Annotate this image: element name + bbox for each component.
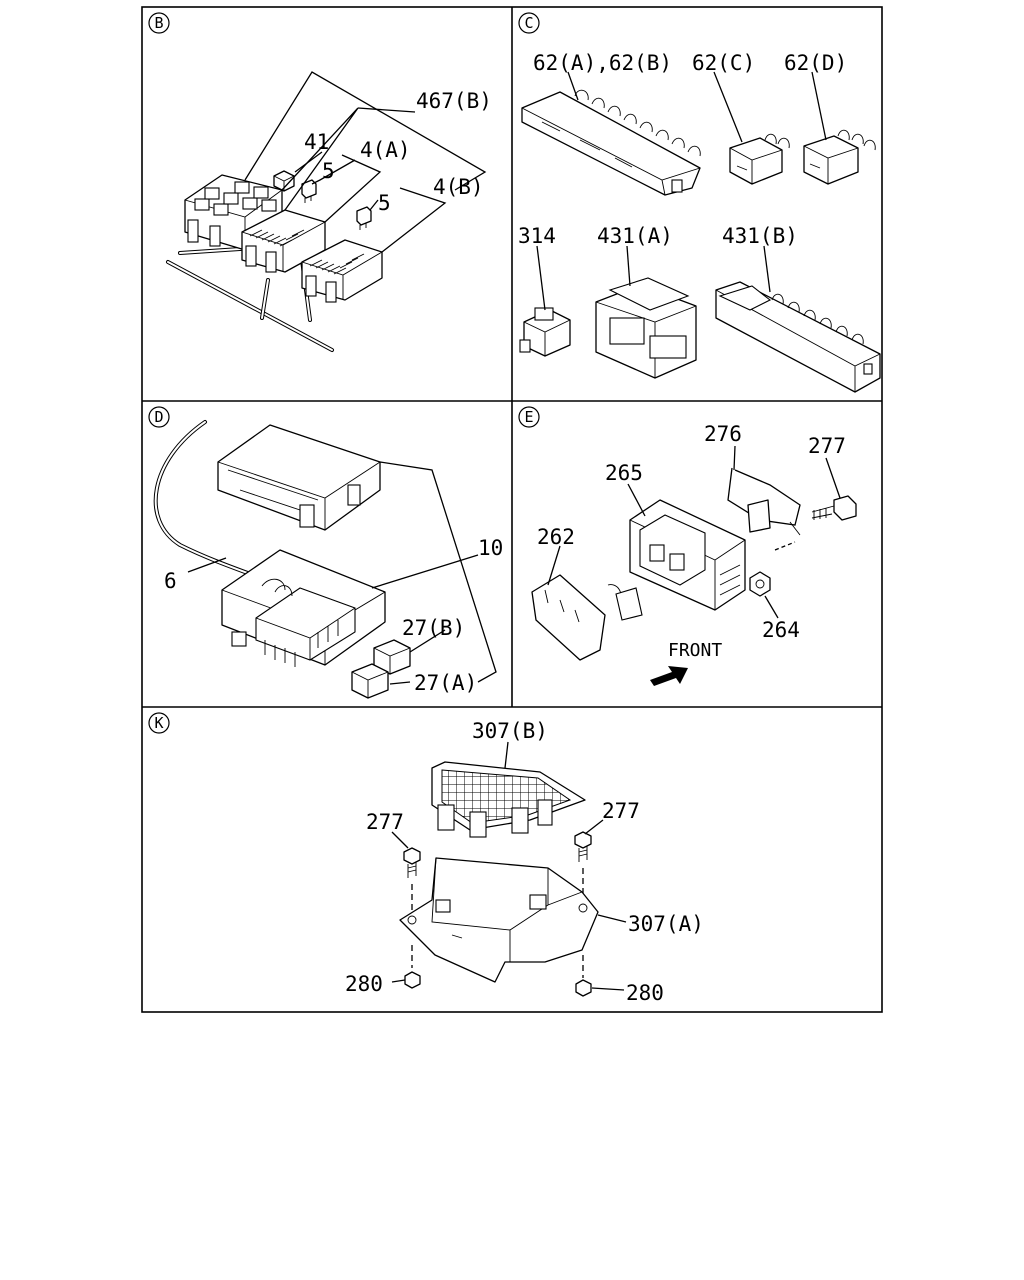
label-5a: 5: [322, 159, 335, 183]
label-10: 10: [478, 536, 503, 560]
label-307b: 307(B): [472, 719, 548, 743]
label-6: 6: [164, 569, 177, 593]
diagram-frame: [141, 6, 883, 1013]
tray-307a: [399, 857, 599, 983]
fuse-5a: [301, 179, 317, 203]
wire-6: [153, 420, 274, 584]
label-467b: 467(B): [416, 89, 492, 113]
panel-c-leaders: [536, 71, 827, 311]
panel-c: C: [518, 12, 881, 393]
panel-d-marker: D: [148, 406, 170, 428]
terminal-block-431b: [715, 281, 881, 393]
connector-431a: [595, 277, 697, 379]
label-62d: 62(D): [784, 51, 847, 75]
label-280-left: 280: [345, 972, 383, 996]
panel-e-marker: E: [518, 406, 540, 428]
panel-e-leaders: [547, 445, 841, 619]
label-62c: 62(C): [692, 51, 755, 75]
panel-b: B: [148, 12, 492, 352]
label-307a: 307(A): [628, 912, 704, 936]
connector-314: [519, 307, 571, 357]
fusebox-base-10: [221, 549, 386, 667]
bolt-277: [811, 495, 857, 521]
panel-d-letter: D: [154, 408, 163, 426]
panel-c-marker: C: [518, 12, 540, 34]
panel-k: K: [148, 712, 704, 1005]
label-4b: 4(B): [433, 175, 484, 199]
fuse-27a: [351, 663, 389, 699]
front-arrow-icon: [650, 666, 688, 686]
panel-k-leaders: [391, 741, 627, 991]
label-41: 41: [304, 130, 329, 154]
panel-c-letter: C: [524, 14, 533, 32]
clip-262: [531, 574, 643, 661]
bracket-276: [727, 467, 801, 536]
mesh-cover-307b: [431, 761, 586, 838]
panel-k-letter: K: [154, 714, 163, 732]
label-277: 277: [808, 434, 846, 458]
relay-base-265: [629, 499, 746, 611]
fuse-block-4b: [301, 239, 383, 303]
label-27b: 27(B): [402, 616, 465, 640]
label-276: 276: [704, 422, 742, 446]
panel-b-leaders: [244, 71, 487, 253]
panel-k-marker: K: [148, 712, 170, 734]
nut-264: [749, 571, 771, 597]
panel-e-letter: E: [524, 408, 533, 426]
label-431a: 431(A): [597, 224, 673, 248]
panel-d-leaders: [187, 461, 497, 685]
label-264: 264: [762, 618, 800, 642]
label-5b: 5: [378, 191, 391, 215]
connector-62c: [729, 133, 790, 185]
fusebox-cover: [217, 424, 381, 531]
panel-d: D: [148, 406, 503, 699]
label-280-right: 280: [626, 981, 664, 1005]
relay-41: [273, 170, 295, 192]
panel-b-letter: B: [154, 14, 163, 32]
panel-e: E: [518, 406, 857, 686]
label-front: FRONT: [668, 640, 722, 661]
label-62ab: 62(A),62(B): [533, 51, 672, 75]
label-314: 314: [518, 224, 556, 248]
label-262: 262: [537, 525, 575, 549]
nut-280-left: [404, 945, 421, 989]
panel-b-marker: B: [148, 12, 170, 34]
connector-62d: [803, 129, 876, 185]
label-277-left: 277: [366, 810, 404, 834]
label-265: 265: [605, 461, 643, 485]
label-431b: 431(B): [722, 224, 798, 248]
label-27a: 27(A): [414, 671, 477, 695]
nut-280-right: [575, 955, 592, 997]
label-277-right: 277: [602, 799, 640, 823]
fuse-5b: [356, 206, 372, 230]
terminal-block-62ab: [521, 89, 701, 196]
label-4a: 4(A): [360, 138, 411, 162]
